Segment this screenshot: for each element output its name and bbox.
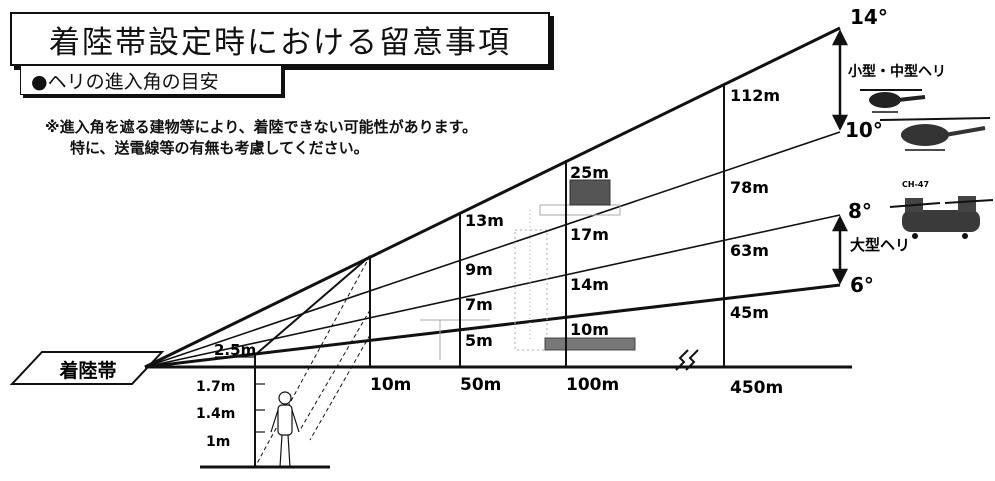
height-label-50m-8deg: 7m <box>465 295 493 314</box>
detail-projection-1 <box>254 255 371 468</box>
detail-line <box>254 255 371 356</box>
angle-label-10: 10° <box>845 118 883 142</box>
page-title: 着陸帯設定時における留意事項 <box>10 12 550 66</box>
small-medium-heli-label: 小型・中型ヘリ <box>848 63 946 80</box>
distance-label-450m: 450m <box>730 378 783 398</box>
height-label-50m-6deg: 5m <box>465 331 493 350</box>
distance-label-10m: 10m <box>370 375 411 395</box>
landing-zone-label: 着陸帯 <box>59 359 116 382</box>
angle-range-large <box>831 215 849 285</box>
large-heli-label: 大型ヘリ <box>850 236 910 254</box>
height-label-50m-14deg: 13m <box>465 211 504 230</box>
scale-label-1-7m: 1.7m <box>196 379 235 395</box>
height-label-100m-10deg: 17m <box>570 225 609 244</box>
height-label-100m-14deg: 25m <box>570 163 609 182</box>
large-heli-model-label: CH-47 <box>902 180 929 189</box>
note-line-2: 特に、送電線等の有無も考慮してください。 <box>70 139 369 157</box>
scale-label-1-4m: 1.4m <box>196 406 235 422</box>
scale-break-symbol <box>675 349 699 371</box>
height-label-10m-2-5: 2.5m <box>214 341 256 359</box>
height-label-450m-8deg: 63m <box>730 241 769 260</box>
height-label-450m-10deg: 78m <box>730 178 769 197</box>
distance-label-50m: 50m <box>460 375 501 395</box>
angle-label-6: 6° <box>850 273 874 297</box>
helicopter-large-icon <box>889 196 994 239</box>
helicopter-small-icon <box>860 89 926 113</box>
helicopter-medium-icon <box>879 117 991 151</box>
angle-label-14: 14° <box>850 5 888 29</box>
angle-label-8: 8° <box>848 199 872 223</box>
section-subtitle: ●ヘリの進入角の目安 <box>20 65 282 95</box>
height-label-100m-8deg: 14m <box>570 275 609 294</box>
height-label-100m-6deg: 10m <box>570 320 609 339</box>
detail-projection-3 <box>309 334 371 441</box>
height-label-450m-6deg: 45m <box>730 303 769 322</box>
landing-zone-shape <box>9 351 165 385</box>
distance-label-100m: 100m <box>566 375 619 395</box>
person-figure <box>270 391 300 468</box>
angle-range-small-medium <box>831 29 849 131</box>
scale-label-1m: 1m <box>206 434 230 450</box>
note-line-1: ※進入角を遮る建物等により、着陸できない可能性があります。 <box>45 118 478 136</box>
height-label-450m-14deg: 112m <box>730 86 780 105</box>
height-label-50m-10deg: 9m <box>465 260 493 279</box>
detail-projection-2 <box>299 309 371 431</box>
background-buildings <box>420 179 636 360</box>
